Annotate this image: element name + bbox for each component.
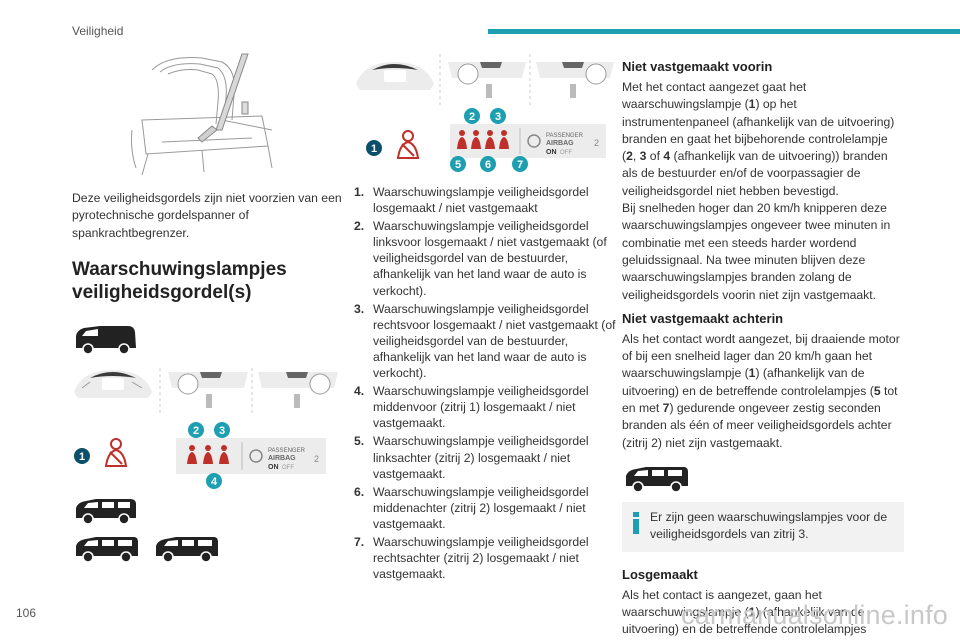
instrument-cluster-icon [74, 369, 152, 398]
van-long-icon-b [156, 536, 218, 563]
section-title: Veiligheid [72, 24, 124, 38]
header-accent-bar [488, 29, 960, 34]
page-number: 106 [16, 606, 37, 620]
dashboard-variants [74, 367, 338, 414]
svg-text:4: 4 [211, 476, 218, 488]
svg-text:6: 6 [485, 159, 491, 171]
van-long-icon-a [76, 536, 138, 563]
svg-text:PASSENGER: PASSENGER [268, 448, 306, 454]
released-paragraph: Als het contact is aangezet, gaan het wa… [622, 587, 867, 637]
steering-wheel-overhead-left-icon-2 [448, 62, 526, 98]
info-icon [633, 511, 639, 534]
dashboard-variants-2 [356, 54, 614, 106]
seat-belt-illustration [131, 53, 273, 176]
svg-text:ON: ON [268, 464, 279, 471]
info-note: Er zijn geen waarschuwingslampjes voor d… [622, 501, 904, 552]
list-item: 3.Waarschuwingslampje veiligheidsgordel … [354, 301, 616, 381]
svg-text:2: 2 [469, 111, 475, 123]
seatbelt-warning-lamp-icon: 1 [74, 437, 128, 467]
svg-text:2: 2 [314, 454, 319, 464]
svg-text:1: 1 [371, 143, 377, 155]
steering-wheel-overhead-right-icon-2 [536, 62, 614, 98]
info-text: Er zijn geen waarschuwingslampjes voor d… [650, 509, 888, 542]
svg-text:3: 3 [495, 111, 501, 123]
svg-text:AIRBAG: AIRBAG [546, 140, 574, 147]
rear-paragraph: Als het contact wordt aangezet, bij draa… [622, 331, 900, 450]
warning-lamps-row-b: 1 PASSENGER AIRBAG ON OFF 2 [354, 108, 616, 172]
instrument-cluster-icon-2 [356, 62, 434, 90]
callouts-2-3-b: 2 3 [464, 108, 506, 124]
seatbelt-indicator-panel-2: PASSENGER AIRBAG ON OFF 2 [450, 124, 606, 158]
svg-text:PASSENGER: PASSENGER [546, 133, 584, 139]
callouts-5-6-7: 5 6 7 [450, 156, 528, 172]
column-right: Niet vastgemaakt voorin Met het contact … [622, 50, 904, 638]
svg-text:OFF: OFF [282, 465, 294, 471]
svg-text:1: 1 [79, 451, 85, 463]
column-middle: 1 PASSENGER AIRBAG ON OFF 2 [354, 50, 616, 584]
front-paragraph-1: Met het contact aangezet gaat het waarsc… [622, 80, 895, 198]
heading-rear-unfastened: Niet vastgemaakt achterin [622, 310, 784, 326]
warning-lamps-row-a: 1 PASSENGER AIRBAG ON OFF 2 [72, 420, 342, 489]
callout-4: 4 [206, 472, 222, 489]
heading-front-unfastened: Niet vastgemaakt voorin [622, 59, 773, 74]
list-item: 4.Waarschuwingslampje veiligheidsgordel … [354, 384, 589, 431]
list-item: 7.Waarschuwingslampje veiligheidsgordel … [354, 534, 589, 582]
svg-text:2: 2 [594, 138, 599, 148]
van-long-icon-c [626, 466, 688, 493]
intro-text: Deze veiligheidsgordels zijn niet voorzi… [72, 191, 342, 240]
svg-text:3: 3 [219, 425, 225, 437]
seatbelt-warning-lamp-icon-2: 1 [366, 130, 420, 159]
list-item: 1.Waarschuwingslampje veiligheidsgordel … [354, 185, 589, 216]
svg-text:ON: ON [546, 149, 557, 156]
list-item: 2.Waarschuwingslampje veiligheidsgordel … [354, 219, 607, 298]
svg-text:7: 7 [517, 159, 523, 171]
svg-text:OFF: OFF [560, 150, 572, 156]
front-paragraph-2: Bij snelheden hoger dan 20 km/h knippere… [622, 201, 891, 302]
heading-released: Losgemaakt [622, 566, 698, 582]
page-heading: Waarschuwingslampjes veiligheidsgordel(s… [72, 258, 287, 303]
warning-lamp-legend: 1.Waarschuwingslampje veiligheidsgordel … [354, 184, 616, 582]
column-left: Deze veiligheidsgordels zijn niet voorzi… [72, 50, 342, 564]
list-item: 6.Waarschuwingslampje veiligheidsgordel … [354, 484, 589, 531]
callouts-2-3: 2 3 [188, 421, 230, 438]
van-side-icon [76, 325, 136, 355]
van-5seat-icon [76, 498, 136, 525]
steering-wheel-overhead-right-icon [258, 371, 338, 408]
seatbelt-indicator-panel: PASSENGER AIRBAG ON OFF 2 [176, 437, 326, 474]
steering-wheel-overhead-left-icon [168, 371, 248, 408]
svg-text:AIRBAG: AIRBAG [268, 455, 296, 462]
list-item: 5.Waarschuwingslampje veiligheidsgordel … [354, 434, 589, 481]
watermark: carmanualsonline.info [681, 600, 948, 630]
svg-text:2: 2 [193, 425, 199, 437]
svg-text:5: 5 [455, 159, 461, 171]
